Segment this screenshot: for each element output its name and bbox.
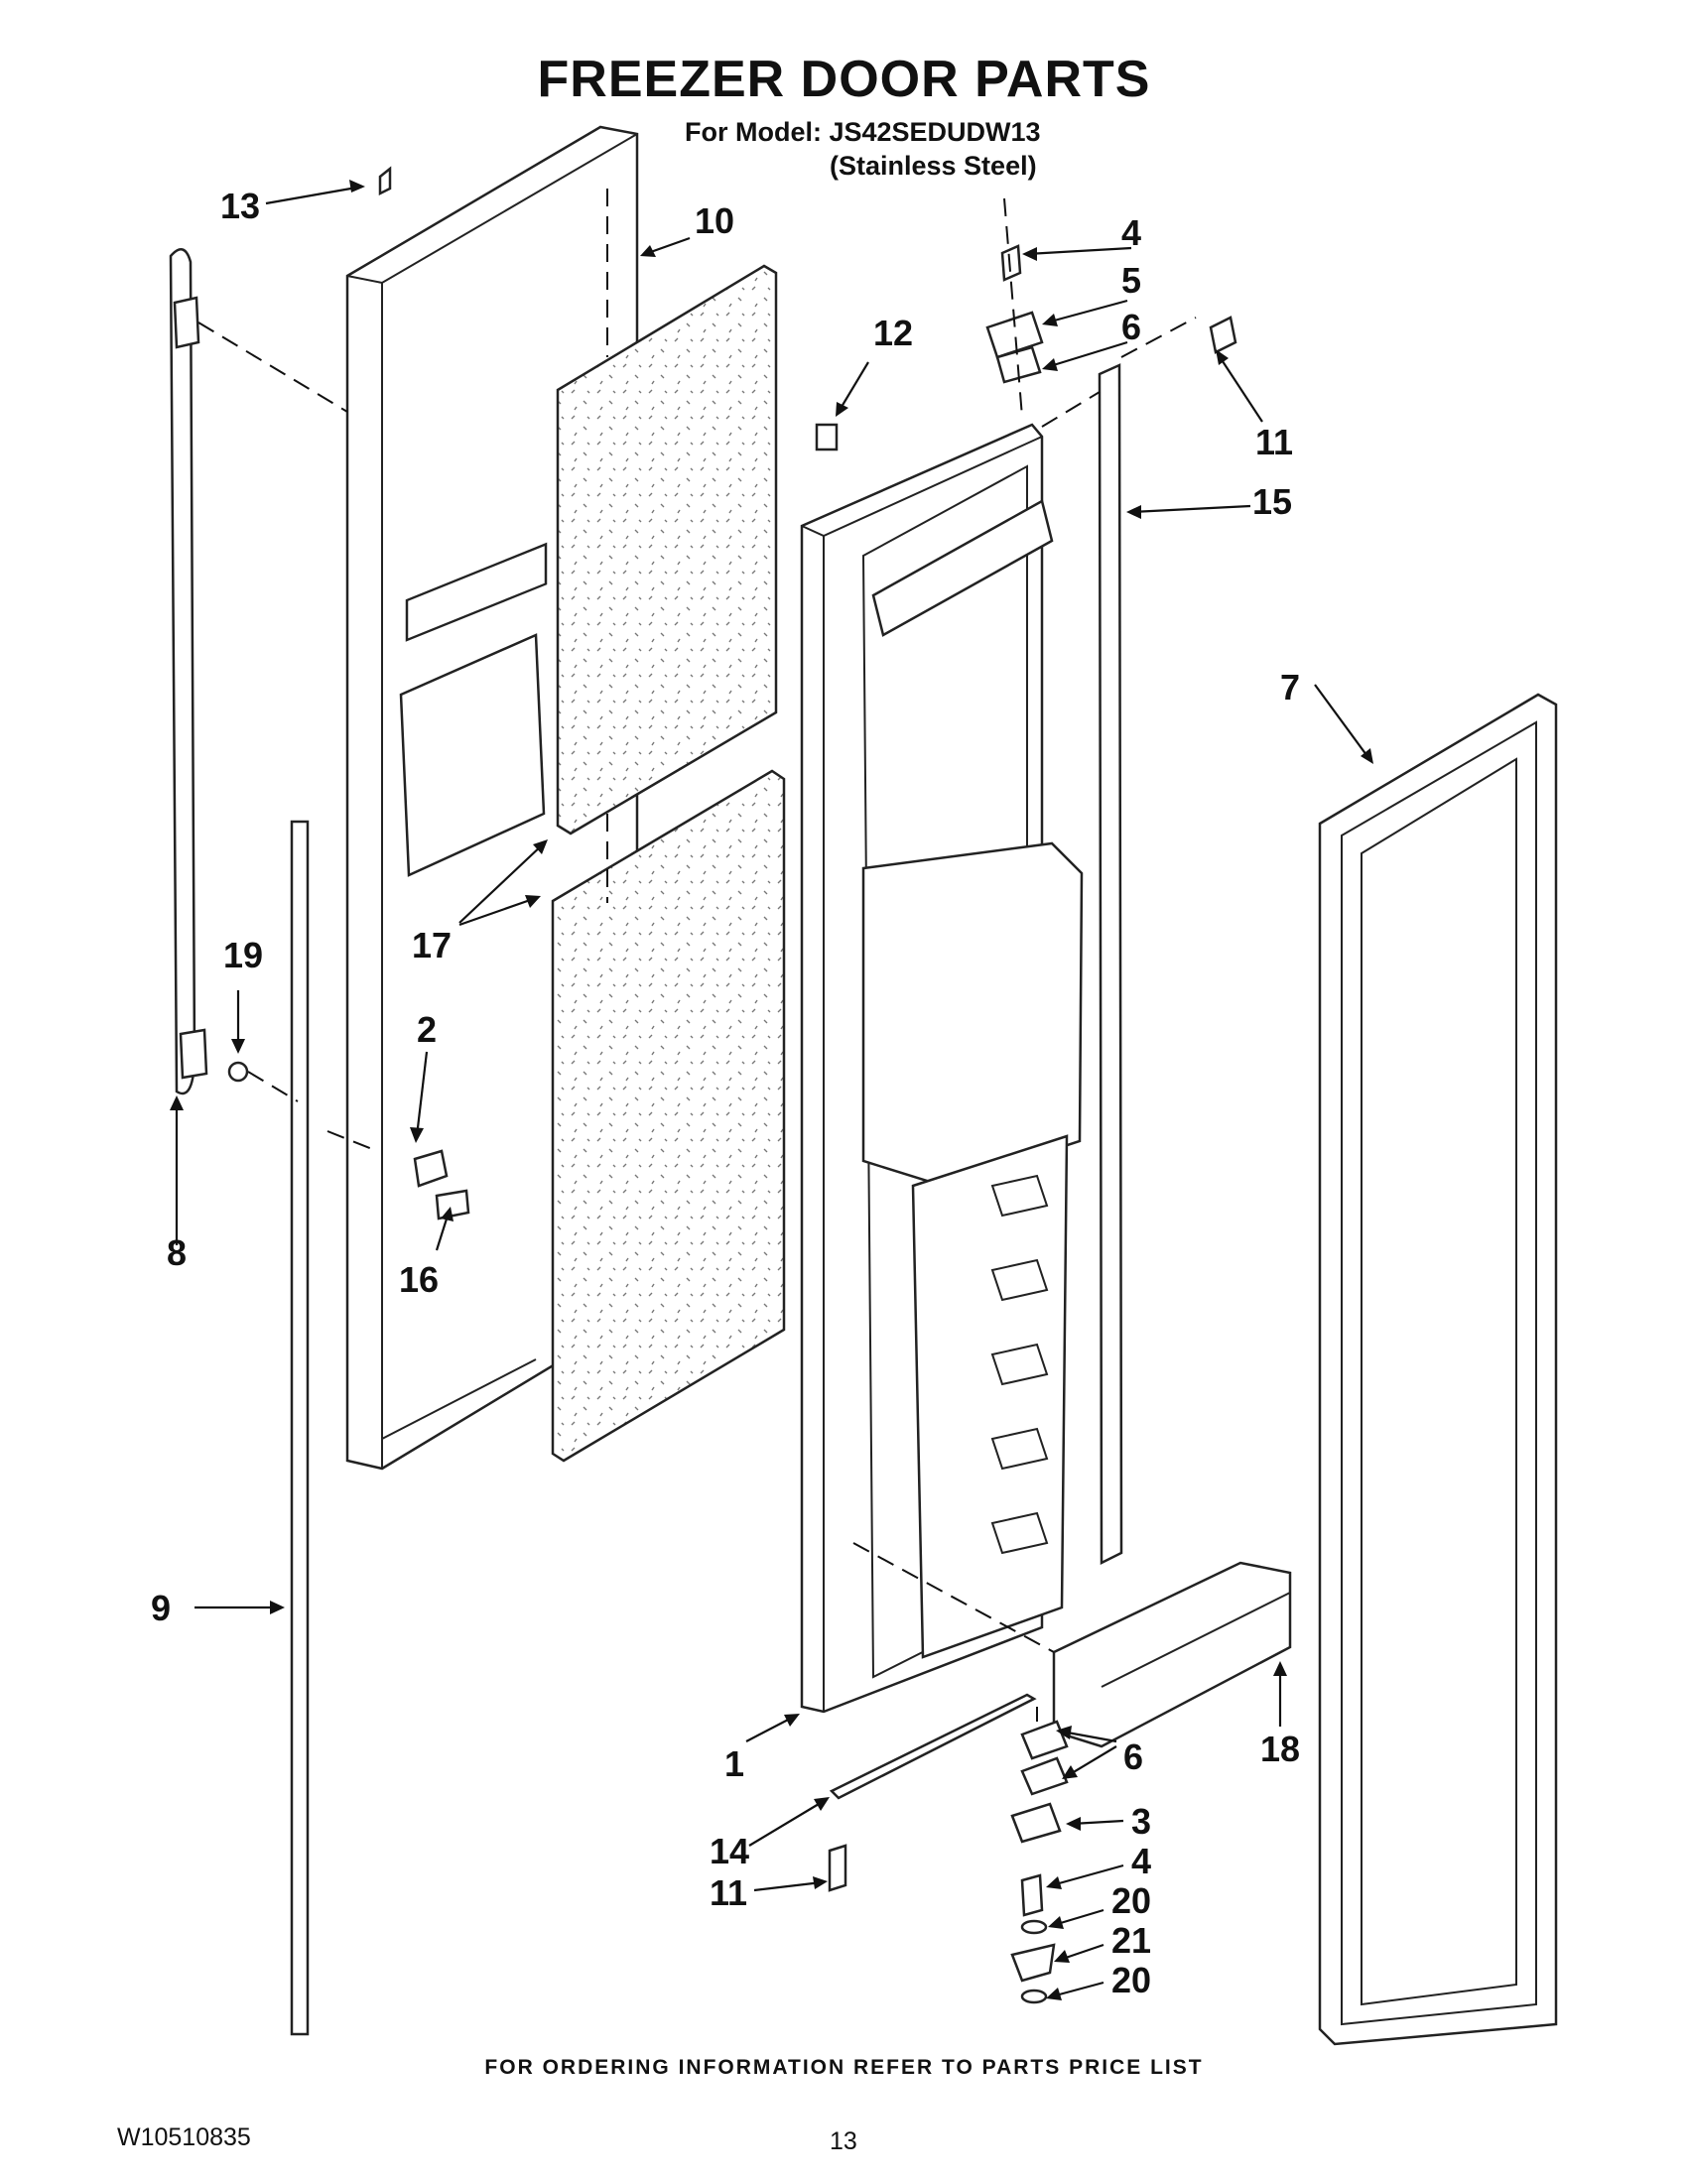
inner-door-liner-part-1 <box>800 423 1084 1714</box>
callout-7: 7 <box>1280 667 1300 707</box>
bottom-hinge-hardware <box>227 1061 1069 2004</box>
callout-18: 18 <box>1260 1729 1300 1769</box>
callout-1: 1 <box>724 1743 744 1784</box>
bushing-part-12 <box>815 423 839 451</box>
model-line: For Model: JS42SEDUDW13 <box>685 117 1041 147</box>
callout-2: 2 <box>417 1009 437 1050</box>
door-handle-part-8 <box>169 248 208 1095</box>
callout-11-top: 11 <box>1255 422 1293 462</box>
callout-15: 15 <box>1252 481 1292 522</box>
insulation-panel-lower-part-17 <box>551 769 786 1463</box>
bottom-trim-part-14 <box>829 1693 1037 1800</box>
callout-labels: 13 10 4 5 6 12 11 15 7 17 19 2 16 8 9 18… <box>151 186 1300 2000</box>
callout-20-lower: 20 <box>1111 1960 1151 2000</box>
callout-9: 9 <box>151 1588 171 1628</box>
finish-line: (Stainless Steel) <box>830 151 1037 181</box>
page-number: 13 <box>830 2127 857 2155</box>
callout-12: 12 <box>873 313 913 353</box>
assembly-guide-lines <box>197 189 1197 1722</box>
callout-6-top: 6 <box>1121 307 1141 347</box>
door-shelf-part-18 <box>1052 1561 1292 1748</box>
ordering-note: FOR ORDERING INFORMATION REFER TO PARTS … <box>484 2056 1204 2079</box>
document-number: W10510835 <box>117 2123 251 2151</box>
callout-6-bottom: 6 <box>1123 1736 1143 1777</box>
top-hinge-hardware <box>378 166 1237 384</box>
callout-17: 17 <box>412 925 452 965</box>
callout-13: 13 <box>220 186 260 226</box>
callout-14: 14 <box>710 1831 749 1871</box>
callout-16: 16 <box>399 1259 439 1300</box>
page-title: FREEZER DOOR PARTS <box>537 51 1151 108</box>
callout-8: 8 <box>167 1232 187 1273</box>
callout-21: 21 <box>1111 1920 1151 1961</box>
callout-5: 5 <box>1121 260 1141 301</box>
gasket-strip-part-15 <box>1098 363 1123 1566</box>
callout-leaders <box>170 180 1373 2000</box>
callout-11-bottom: 11 <box>710 1872 747 1913</box>
callout-19: 19 <box>223 935 263 975</box>
callout-10: 10 <box>695 200 734 241</box>
callout-4-bottom: 4 <box>1131 1841 1151 1881</box>
callout-3: 3 <box>1131 1801 1151 1842</box>
callout-4-top: 4 <box>1121 212 1141 253</box>
callout-20-upper: 20 <box>1111 1880 1151 1921</box>
side-trim-part-9 <box>290 820 310 2036</box>
insulation-panel-upper-part-17 <box>556 264 778 835</box>
door-gasket-part-7 <box>1318 693 1558 2046</box>
